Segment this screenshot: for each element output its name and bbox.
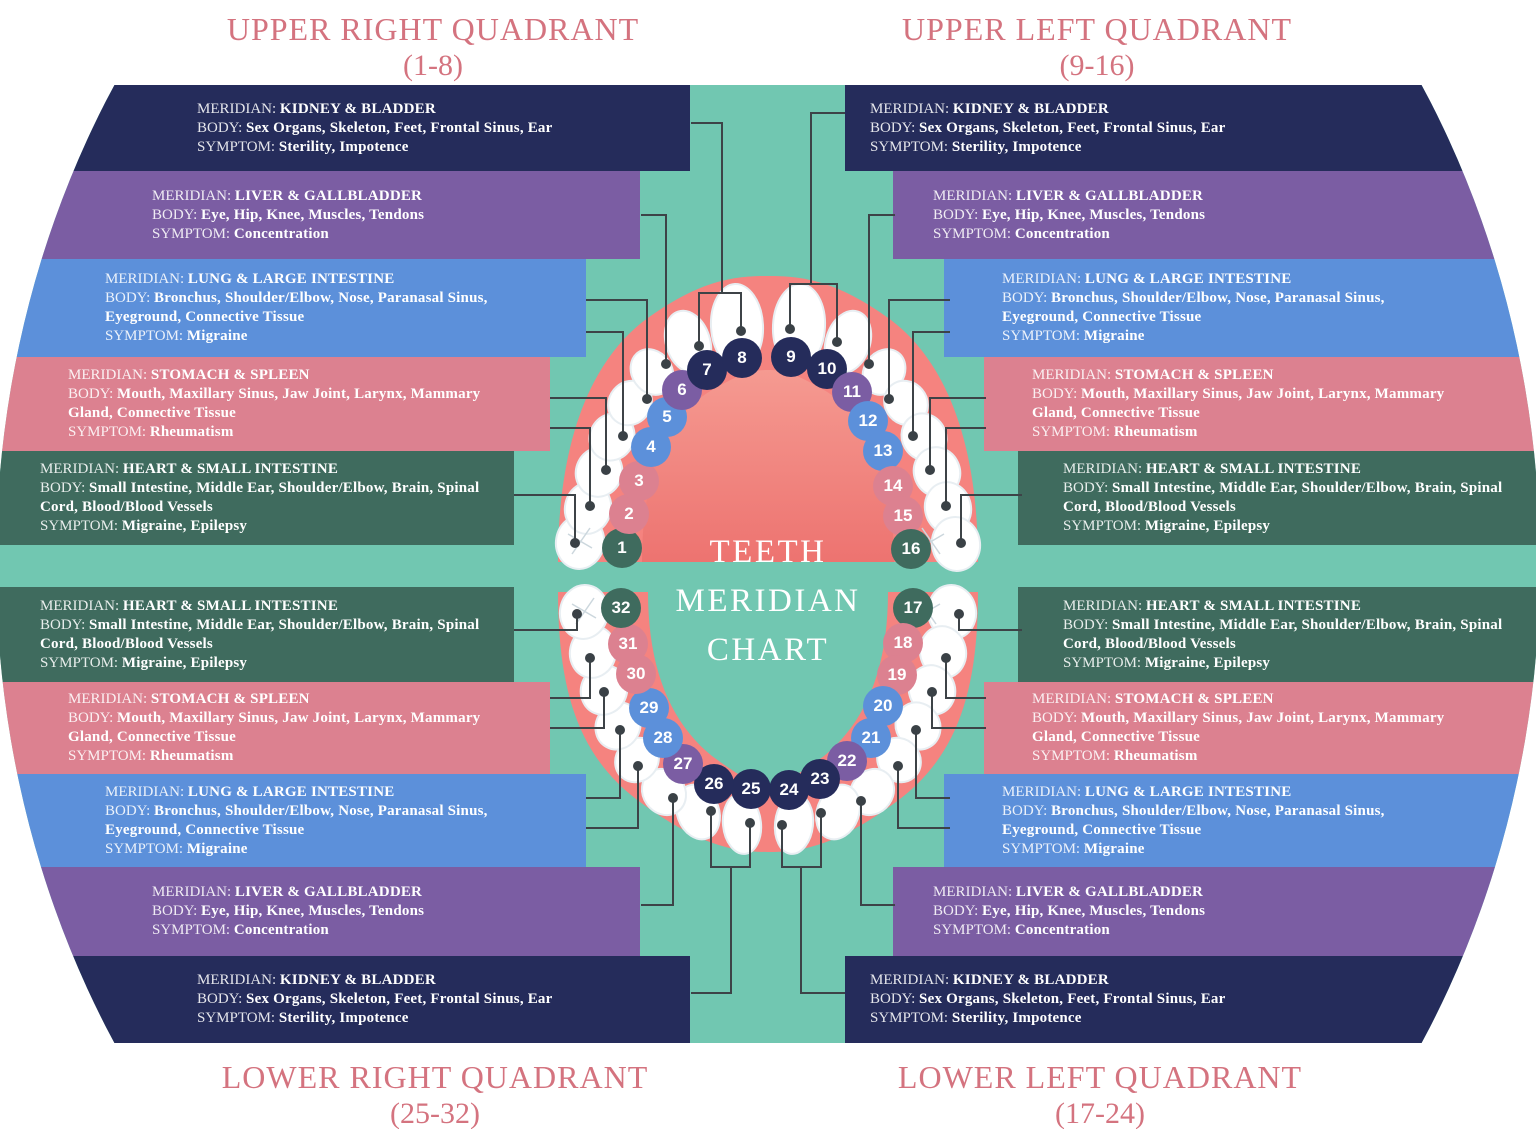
block-lower-right-heart: MERIDIAN: HEART & SMALL INTESTINE BODY: … xyxy=(0,587,514,682)
block-lower-right-kidney: MERIDIAN: KIDNEY & BLADDER BODY: Sex Org… xyxy=(0,956,690,1043)
block-upper-left-liver: MERIDIAN: LIVER & GALLBLADDER BODY: Eye,… xyxy=(893,171,1536,259)
block-lower-left-stomach: MERIDIAN: STOMACH & SPLEEN BODY: Mouth, … xyxy=(984,682,1536,774)
block-upper-right-heart: MERIDIAN: HEART & SMALL INTESTINE BODY: … xyxy=(0,451,514,545)
tooth-13-marker: 13 xyxy=(863,431,903,471)
quadrant-range: (25-32) xyxy=(390,1097,480,1129)
body-label: BODY: xyxy=(197,119,243,136)
tooth-16-marker: 16 xyxy=(891,529,931,569)
quadrant-title-upper-left: UPPER LEFT QUADRANT (9-16) xyxy=(747,10,1447,84)
quadrant-title-lower-left: LOWER LEFT QUADRANT (17-24) xyxy=(750,1058,1450,1129)
tooth-29-marker: 29 xyxy=(629,688,669,728)
block-lower-right-stomach: MERIDIAN: STOMACH & SPLEEN BODY: Mouth, … xyxy=(0,682,550,774)
block-upper-left-stomach: MERIDIAN: STOMACH & SPLEEN BODY: Mouth, … xyxy=(984,357,1536,451)
quadrant-name: UPPER RIGHT QUADRANT xyxy=(226,11,640,47)
tooth-3-marker: 3 xyxy=(619,461,659,501)
block-lower-left-kidney: MERIDIAN: KIDNEY & BLADDER BODY: Sex Org… xyxy=(845,956,1536,1043)
tooth-17-marker: 17 xyxy=(893,588,933,628)
block-lower-right-lung: MERIDIAN: LUNG & LARGE INTESTINE BODY: B… xyxy=(0,774,586,867)
quadrant-name: LOWER RIGHT QUADRANT xyxy=(221,1059,649,1095)
quadrant-range: (1-8) xyxy=(403,49,463,82)
quadrant-name: LOWER LEFT QUADRANT xyxy=(897,1059,1303,1095)
tooth-31-marker: 31 xyxy=(608,624,648,664)
quadrant-title-upper-right: UPPER RIGHT QUADRANT (1-8) xyxy=(83,10,783,84)
block-lower-left-heart: MERIDIAN: HEART & SMALL INTESTINE BODY: … xyxy=(1018,587,1536,682)
tooth-7-marker: 7 xyxy=(687,350,727,390)
quadrant-title-lower-right: LOWER RIGHT QUADRANT (25-32) xyxy=(85,1058,785,1129)
block-lower-left-lung: MERIDIAN: LUNG & LARGE INTESTINE BODY: B… xyxy=(944,774,1536,867)
chart-title-line1: TEETH xyxy=(709,534,827,570)
block-upper-right-stomach: MERIDIAN: STOMACH & SPLEEN BODY: Mouth, … xyxy=(0,357,550,451)
tooth-11-marker: 11 xyxy=(832,372,872,412)
tooth-25-marker: 25 xyxy=(731,769,771,809)
block-upper-left-lung: MERIDIAN: LUNG & LARGE INTESTINE BODY: B… xyxy=(944,259,1536,357)
tooth-22-marker: 22 xyxy=(827,741,867,781)
tooth-9-marker: 9 xyxy=(771,337,811,377)
meridian-name: KIDNEY & BLADDER xyxy=(279,100,436,117)
tooth-24-marker: 24 xyxy=(769,770,809,810)
block-lower-right-liver: MERIDIAN: LIVER & GALLBLADDER BODY: Eye,… xyxy=(0,867,640,956)
meridian-label: MERIDIAN: xyxy=(197,100,277,117)
block-upper-left-kidney: MERIDIAN: KIDNEY & BLADDER BODY: Sex Org… xyxy=(845,85,1536,171)
symptom-value: Sterility, Impotence xyxy=(278,138,409,155)
block-upper-right-liver: MERIDIAN: LIVER & GALLBLADDER BODY: Eye,… xyxy=(0,171,640,259)
tooth-8-marker: 8 xyxy=(722,338,762,378)
tooth-32-marker: 32 xyxy=(601,588,641,628)
quadrant-name: UPPER LEFT QUADRANT xyxy=(902,11,1292,47)
tooth-26-marker: 26 xyxy=(694,764,734,804)
block-upper-left-heart: MERIDIAN: HEART & SMALL INTESTINE BODY: … xyxy=(1018,451,1536,545)
chart-title: TEETH MERIDIAN CHART xyxy=(568,528,968,675)
chart-title-line2: MERIDIAN xyxy=(675,583,861,619)
tooth-10-marker: 10 xyxy=(807,349,847,389)
block-upper-right-kidney: MERIDIAN: KIDNEY & BLADDER BODY: Sex Org… xyxy=(0,85,690,171)
quadrant-range: (9-16) xyxy=(1059,49,1135,82)
block-upper-right-lung: MERIDIAN: LUNG & LARGE INTESTINE BODY: B… xyxy=(0,259,586,357)
tooth-2-marker: 2 xyxy=(609,494,649,534)
tooth-1-marker: 1 xyxy=(602,528,642,568)
body-value: Sex Organs, Skeleton, Feet, Frontal Sinu… xyxy=(246,119,553,136)
quadrant-range: (17-24) xyxy=(1055,1097,1145,1129)
block-lower-left-liver: MERIDIAN: LIVER & GALLBLADDER BODY: Eye,… xyxy=(893,867,1536,956)
chart-title-line3: CHART xyxy=(706,632,830,668)
symptom-label: SYMPTOM: xyxy=(197,138,276,155)
